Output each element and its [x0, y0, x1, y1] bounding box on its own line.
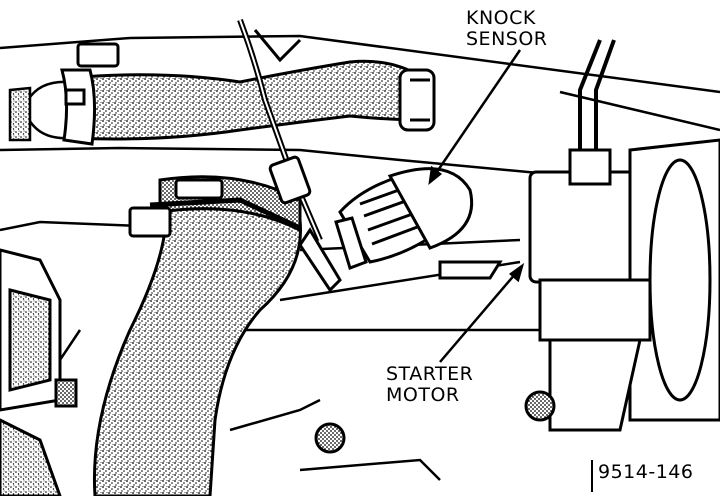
starter-motor-label-line1: STARTER [386, 363, 474, 385]
upper-hose-clamp [60, 42, 120, 146]
starter-motor-label-line2: MOTOR [386, 384, 460, 406]
knock-sensor-label-line1: KNOCK [466, 7, 536, 29]
knock-sensor-label: KNOCK SENSOR [466, 8, 548, 50]
left-fitting [8, 80, 72, 142]
lower-left-bracket [0, 248, 78, 496]
starter-motor-leader [439, 262, 525, 363]
starter-motor [314, 39, 720, 454]
knock-sensor-label-line2: SENSOR [466, 28, 548, 50]
lower-hose-clamp [128, 178, 302, 238]
knock-sensor [334, 167, 474, 270]
knock-sensor-leader [428, 49, 522, 185]
figure-id: 9514-146 [598, 461, 694, 483]
wiring-harness [237, 18, 342, 293]
upper-hose [68, 59, 436, 141]
starter-motor-label: STARTER MOTOR [386, 364, 473, 406]
